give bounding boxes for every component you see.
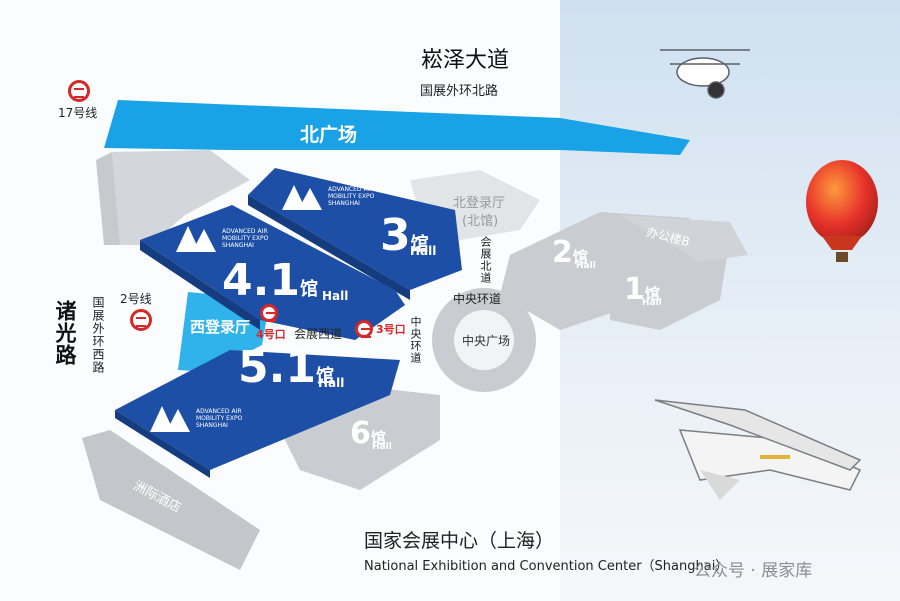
north-plaza-label: 北广场 xyxy=(300,124,358,146)
exit-3-label: 3号口 xyxy=(376,323,406,336)
expo-logo-text-hall51: ADVANCED AIR MOBILITY EXPO SHANGHAI xyxy=(196,408,243,430)
venue-title-cn: 国家会展中心（上海） xyxy=(364,530,555,552)
exit-4-label: 4号口 xyxy=(256,328,286,341)
hall-5-1-shape xyxy=(115,350,400,470)
north-road-label: 会展北道 xyxy=(479,236,492,284)
left-road-sub-label: 国展外环西路 xyxy=(91,296,105,374)
gray-strip-w xyxy=(96,152,120,245)
exit-4-metro-icon xyxy=(260,304,278,322)
hot-air-balloon-icon xyxy=(806,160,878,262)
metro-2-label: 2号线 xyxy=(120,292,152,306)
expo-logo-icon-hall3 xyxy=(282,185,322,210)
expo-logo-text-hall3: ADVANCED AIR MOBILITY EXPO SHANGHAI xyxy=(328,186,375,208)
office-b-block xyxy=(620,215,748,262)
top-road-label: 崧泽大道 xyxy=(421,48,510,73)
left-road-label: 诸光路 xyxy=(53,300,77,366)
drone-icon xyxy=(660,49,750,99)
north-lobby-sub-label: (北馆) xyxy=(462,214,499,229)
expo-logo-text-hall41: ADVANCED AIR MOBILITY EXPO SHANGHAI xyxy=(222,228,269,250)
watermark-text: 公众号 · 展家库 xyxy=(694,561,813,581)
central-ring-vertical-label: 中央环道 xyxy=(409,316,422,364)
west-lobby-label: 西登录厅 xyxy=(190,318,251,336)
north-lobby-label: 北登录厅 xyxy=(453,196,506,211)
central-plaza-core xyxy=(454,310,514,370)
hotel-block xyxy=(82,430,260,570)
central-plaza-label: 中央广场 xyxy=(462,334,511,348)
gray-area-nw xyxy=(112,150,250,245)
hall-3-shape xyxy=(248,168,462,290)
west-road-label: 会展西道 xyxy=(294,327,343,341)
expo-logo-icon-hall41 xyxy=(176,226,216,252)
north-plaza-shape xyxy=(104,100,690,155)
expo-logo-icon-hall51 xyxy=(150,406,190,432)
metro-17-label: 17号线 xyxy=(58,106,98,120)
metro-2-icon xyxy=(130,309,152,331)
exit-3-metro-icon xyxy=(355,320,373,338)
central-ring-label: 中央环道 xyxy=(453,292,502,306)
top-road-sub-label: 国展外环北路 xyxy=(420,84,499,99)
venue-title-en: National Exhibition and Convention Cente… xyxy=(364,559,729,574)
metro-17-icon xyxy=(68,80,90,102)
evtol-aircraft-icon xyxy=(654,399,862,500)
